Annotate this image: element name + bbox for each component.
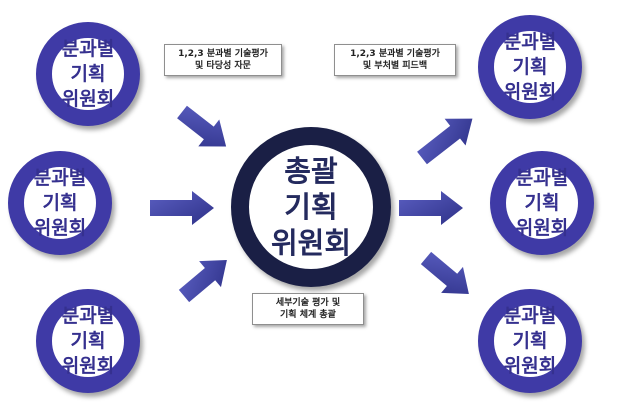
right-committee-1-label: 분과별 기획 위원회 — [503, 30, 557, 103]
right-committee-2: 분과별 기획 위원회 — [490, 151, 594, 255]
right-committee-3-label: 분과별 기획 위원회 — [503, 304, 557, 377]
arrow-left-bottom-icon — [178, 260, 227, 303]
right-committee-3: 분과별 기획 위원회 — [478, 289, 582, 393]
note-left-top: 1,2,3 분과별 기술평가 및 타당성 자문 — [164, 44, 282, 76]
central-committee: 총괄 기획 위원회 — [231, 127, 391, 287]
arrow-left-middle-icon — [150, 191, 214, 225]
arrow-left-top-icon — [177, 105, 227, 147]
note-right-top: 1,2,3 분과별 기술평가 및 부처별 피드백 — [334, 44, 456, 76]
central-committee-label: 총괄 기획 위원회 — [270, 154, 352, 260]
left-committee-3: 분과별 기획 위원회 — [36, 289, 140, 393]
left-committee-2-label: 분과별 기획 위원회 — [33, 166, 87, 239]
left-committee-1: 분과별 기획 위원회 — [36, 22, 140, 126]
arrow-right-bottom-icon — [420, 251, 469, 294]
left-committee-2: 분과별 기획 위원회 — [8, 151, 112, 255]
note-bottom-center: 세부기술 평가 및 기획 체계 총괄 — [252, 293, 364, 325]
arrow-right-top-icon — [417, 118, 473, 165]
right-committee-2-label: 분과별 기획 위원회 — [515, 166, 569, 239]
left-committee-1-label: 분과별 기획 위원회 — [61, 37, 115, 110]
left-committee-3-label: 분과별 기획 위원회 — [61, 304, 115, 377]
right-committee-1: 분과별 기획 위원회 — [478, 15, 582, 119]
arrow-right-middle-icon — [399, 191, 463, 225]
